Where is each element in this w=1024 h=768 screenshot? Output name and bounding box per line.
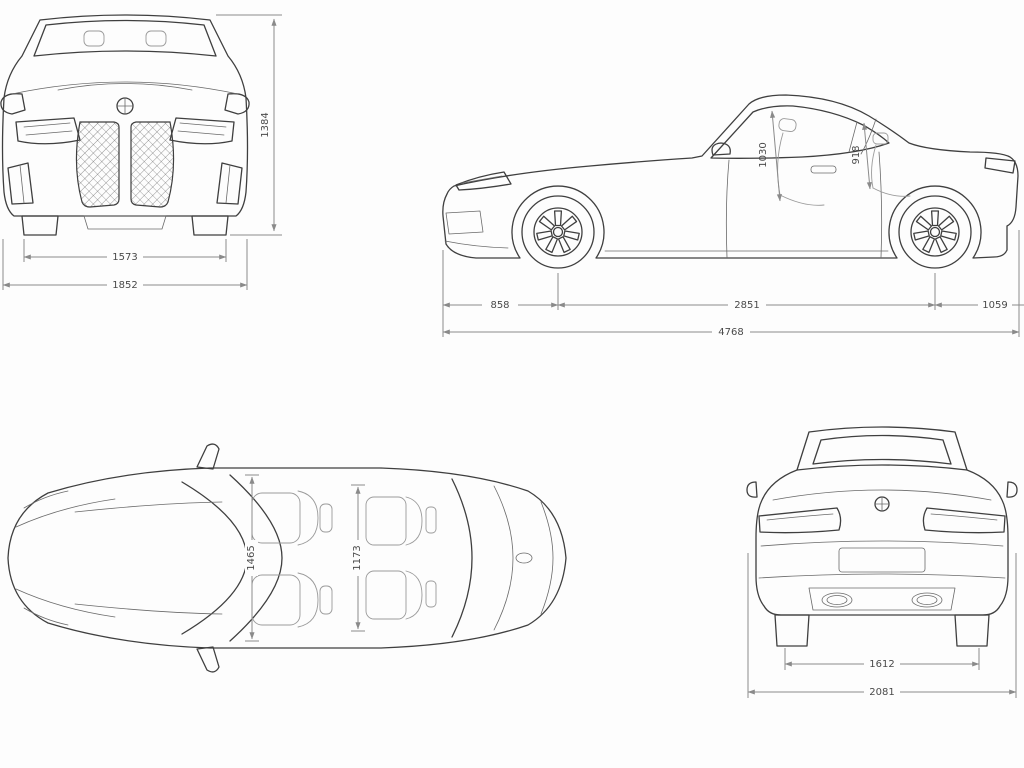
rear-left-tire xyxy=(774,614,810,647)
top-car-outline xyxy=(7,443,567,673)
dim-front-headroom: 1030 xyxy=(758,142,769,167)
cabin-rear-edge xyxy=(451,478,473,638)
side-view-drawing: 1030 918 858 2851 1059 4768 xyxy=(442,94,1024,338)
dim-width-with-mirrors: 2081 xyxy=(869,687,894,698)
side-taillight xyxy=(984,157,1016,174)
dim-overall-length: 4768 xyxy=(718,327,743,338)
side-car-details xyxy=(444,118,889,258)
dim-rear-headroom: 918 xyxy=(851,145,862,164)
door-handle xyxy=(810,165,837,174)
rear-wheel xyxy=(898,195,972,269)
kidney-grille xyxy=(75,121,175,208)
right-tire xyxy=(191,215,229,236)
rear-right-mirror xyxy=(1006,481,1018,498)
rear-car-details xyxy=(758,489,1006,611)
dim-rear-interior-width: 1173 xyxy=(352,545,363,570)
rear-window xyxy=(812,434,952,465)
top-view-drawing: 1465 1173 xyxy=(7,443,567,673)
front-view-drawing: 1384 1573 1852 xyxy=(0,14,282,291)
dim-overall-width: 1852 xyxy=(112,280,137,291)
rear-left-taillight xyxy=(758,507,842,534)
rear-car-outline xyxy=(746,426,1018,647)
front-wheel xyxy=(521,195,595,269)
top-left-mirror xyxy=(196,443,220,470)
windshield-front-edge xyxy=(181,481,248,635)
side-glass xyxy=(710,105,890,159)
left-mirror xyxy=(0,93,26,115)
front-car-outline xyxy=(0,14,250,236)
antenna-fin xyxy=(515,552,533,564)
top-seats xyxy=(251,490,437,628)
rear-view-drawing: 1612 2081 xyxy=(746,426,1018,698)
side-view: 1030 918 858 2851 1059 4768 xyxy=(430,55,1024,345)
front-seats-hint xyxy=(83,30,167,47)
top-dimension-lines xyxy=(245,474,365,642)
front-car-details xyxy=(11,81,239,230)
top-car-details xyxy=(15,485,554,631)
front-view: 1384 1573 1852 xyxy=(0,0,300,300)
windshield-header xyxy=(229,474,283,642)
left-tire xyxy=(21,215,59,236)
dim-front-interior-width: 1465 xyxy=(246,545,257,570)
top-right-mirror xyxy=(196,646,220,673)
dim-overall-height: 1384 xyxy=(260,112,271,137)
rear-right-taillight xyxy=(922,507,1006,534)
side-seats-hint xyxy=(777,118,911,206)
side-headlight xyxy=(455,171,512,191)
side-mirror xyxy=(711,142,731,156)
right-mirror xyxy=(224,93,250,115)
rear-dimension-lines xyxy=(747,553,1017,698)
dim-rear-overhang: 1059 xyxy=(982,300,1007,311)
rear-view: 1612 2081 xyxy=(745,418,1024,710)
dim-front-track: 1573 xyxy=(112,252,137,263)
dim-wheelbase: 2851 xyxy=(734,300,759,311)
dim-rear-track: 1612 xyxy=(869,659,894,670)
rear-right-tire xyxy=(954,614,990,647)
side-car-outline xyxy=(442,94,1019,259)
rear-left-mirror xyxy=(746,481,758,498)
dim-front-overhang: 858 xyxy=(490,300,509,311)
top-view: 1465 1173 xyxy=(0,415,580,710)
